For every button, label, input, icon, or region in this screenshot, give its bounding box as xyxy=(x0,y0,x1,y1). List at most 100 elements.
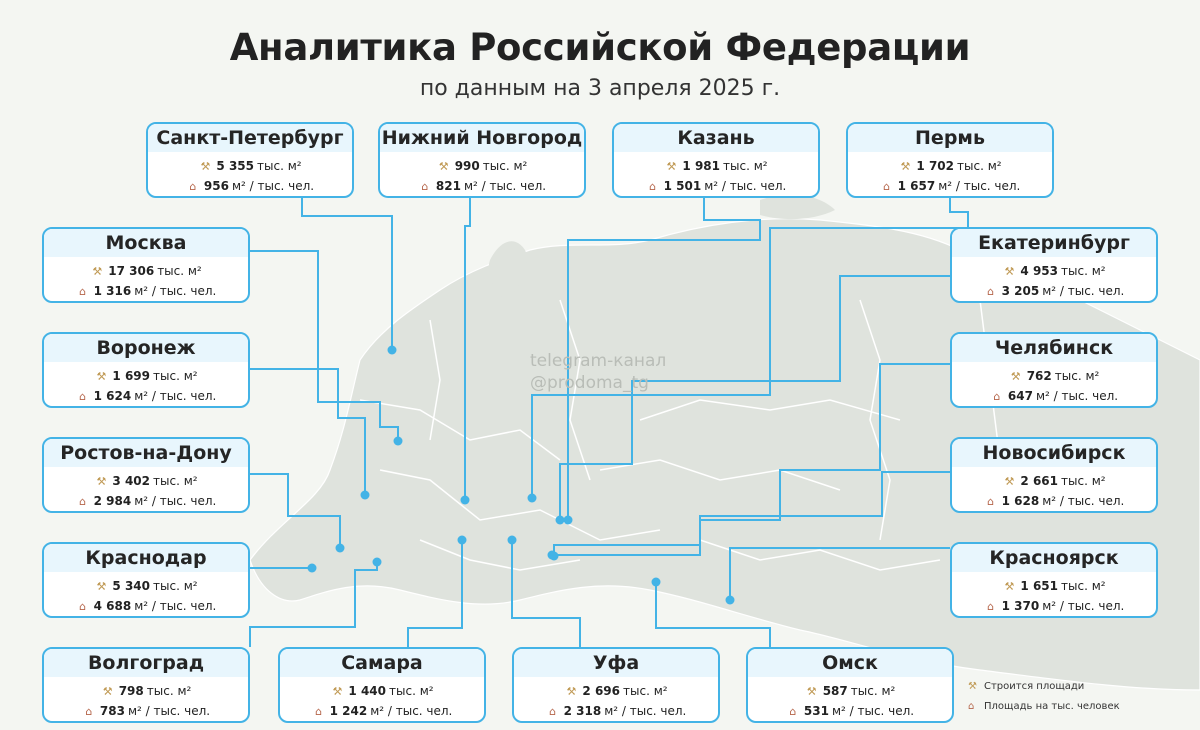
house-icon: ⌂ xyxy=(79,494,87,508)
city-name: Москва xyxy=(44,229,248,257)
house-icon: ⌂ xyxy=(85,704,93,718)
crane-icon: ⚒ xyxy=(1010,369,1021,383)
crane-icon: ⚒ xyxy=(332,684,343,698)
city-name: Краснодар xyxy=(44,544,248,572)
built-area-value: 1 651 xyxy=(1020,579,1058,593)
built-area-unit: тыс. м² xyxy=(1054,369,1100,383)
per-capita-unit: м² / тыс. чел. xyxy=(134,494,217,508)
built-area-unit: тыс. м² xyxy=(1061,579,1106,593)
built-area-unit: тыс. м² xyxy=(1061,474,1106,488)
built-area-value: 1 702 xyxy=(916,159,954,173)
city-dot-spb xyxy=(387,345,397,355)
city-dots xyxy=(307,345,735,605)
connector-voronezh xyxy=(250,368,366,495)
house-icon: ⌂ xyxy=(883,179,891,193)
connector-chel xyxy=(553,363,950,556)
connector-nsk xyxy=(552,471,950,556)
house-icon: ⌂ xyxy=(789,704,797,718)
built-area-value: 1 440 xyxy=(348,684,386,698)
per-capita-value: 2 984 xyxy=(93,494,132,508)
city-name: Санкт-Петербург xyxy=(148,124,352,152)
per-capita-value: 1 316 xyxy=(93,284,132,298)
crane-icon: ⚒ xyxy=(96,369,107,383)
built-area-unit: тыс. м² xyxy=(957,159,1002,173)
city-dot-rostov xyxy=(335,543,345,553)
built-area-unit: тыс. м² xyxy=(623,684,668,698)
house-icon: ⌂ xyxy=(189,179,197,193)
city-dot-nsk xyxy=(547,550,557,560)
city-dot-moscow xyxy=(393,436,403,446)
house-icon: ⌂ xyxy=(421,179,429,193)
connector-perm xyxy=(531,198,969,498)
city-dot-voronezh xyxy=(360,490,370,500)
city-dot-krasnoyarsk xyxy=(725,595,735,605)
per-capita-value: 531 xyxy=(803,704,829,718)
watermark-line: @prodoma_tg xyxy=(530,373,649,393)
crane-icon: ⚒ xyxy=(102,684,113,698)
built-area-unit: тыс. м² xyxy=(1061,264,1106,278)
built-area-unit: тыс. м² xyxy=(146,684,192,698)
per-capita-unit: м² / тыс. чел. xyxy=(938,179,1021,193)
connector-samara xyxy=(407,540,463,647)
built-area-value: 5 355 xyxy=(216,159,254,173)
built-area-value: 762 xyxy=(1026,369,1052,383)
house-icon: ⌂ xyxy=(549,704,557,718)
built-area-unit: тыс. м² xyxy=(723,159,768,173)
region-borders xyxy=(359,299,1001,571)
city-name: Ростов-на-Дону xyxy=(44,439,248,467)
house-icon: ⌂ xyxy=(315,704,323,718)
built-area-unit: тыс. м² xyxy=(482,159,528,173)
city-dot-kazan xyxy=(563,515,573,525)
built-area-value: 4 953 xyxy=(1020,264,1058,278)
built-area-unit: тыс. м² xyxy=(257,159,302,173)
crane-icon: ⚒ xyxy=(438,159,449,173)
built-area-value: 2 661 xyxy=(1020,474,1058,488)
legend: ⚒Строится площади ⌂Площадь на тыс. челов… xyxy=(968,676,1120,716)
built-area-unit: тыс. м² xyxy=(153,369,198,383)
built-area-unit: тыс. м² xyxy=(157,264,202,278)
built-area-value: 2 696 xyxy=(582,684,620,698)
city-name: Самара xyxy=(280,649,484,677)
per-capita-unit: м² / тыс. чел. xyxy=(604,704,687,718)
connector-omsk xyxy=(655,582,771,647)
per-capita-unit: м² / тыс. чел. xyxy=(831,704,915,718)
per-capita-value: 1 628 xyxy=(1001,494,1040,508)
city-dot-omsk xyxy=(651,577,661,587)
per-capita-value: 647 xyxy=(1007,389,1033,403)
crane-icon: ⚒ xyxy=(968,680,977,692)
built-area-value: 5 340 xyxy=(112,579,150,593)
per-capita-unit: м² / тыс. чел. xyxy=(1042,599,1125,613)
connector-ekb xyxy=(559,275,950,520)
city-name: Уфа xyxy=(514,649,718,677)
crane-icon: ⚒ xyxy=(96,474,107,488)
city-dot-volgograd xyxy=(372,557,382,567)
city-dot-samara xyxy=(457,535,467,545)
per-capita-value: 1 370 xyxy=(1001,599,1040,613)
city-name: Волгоград xyxy=(44,649,248,677)
built-area-value: 990 xyxy=(454,159,480,173)
